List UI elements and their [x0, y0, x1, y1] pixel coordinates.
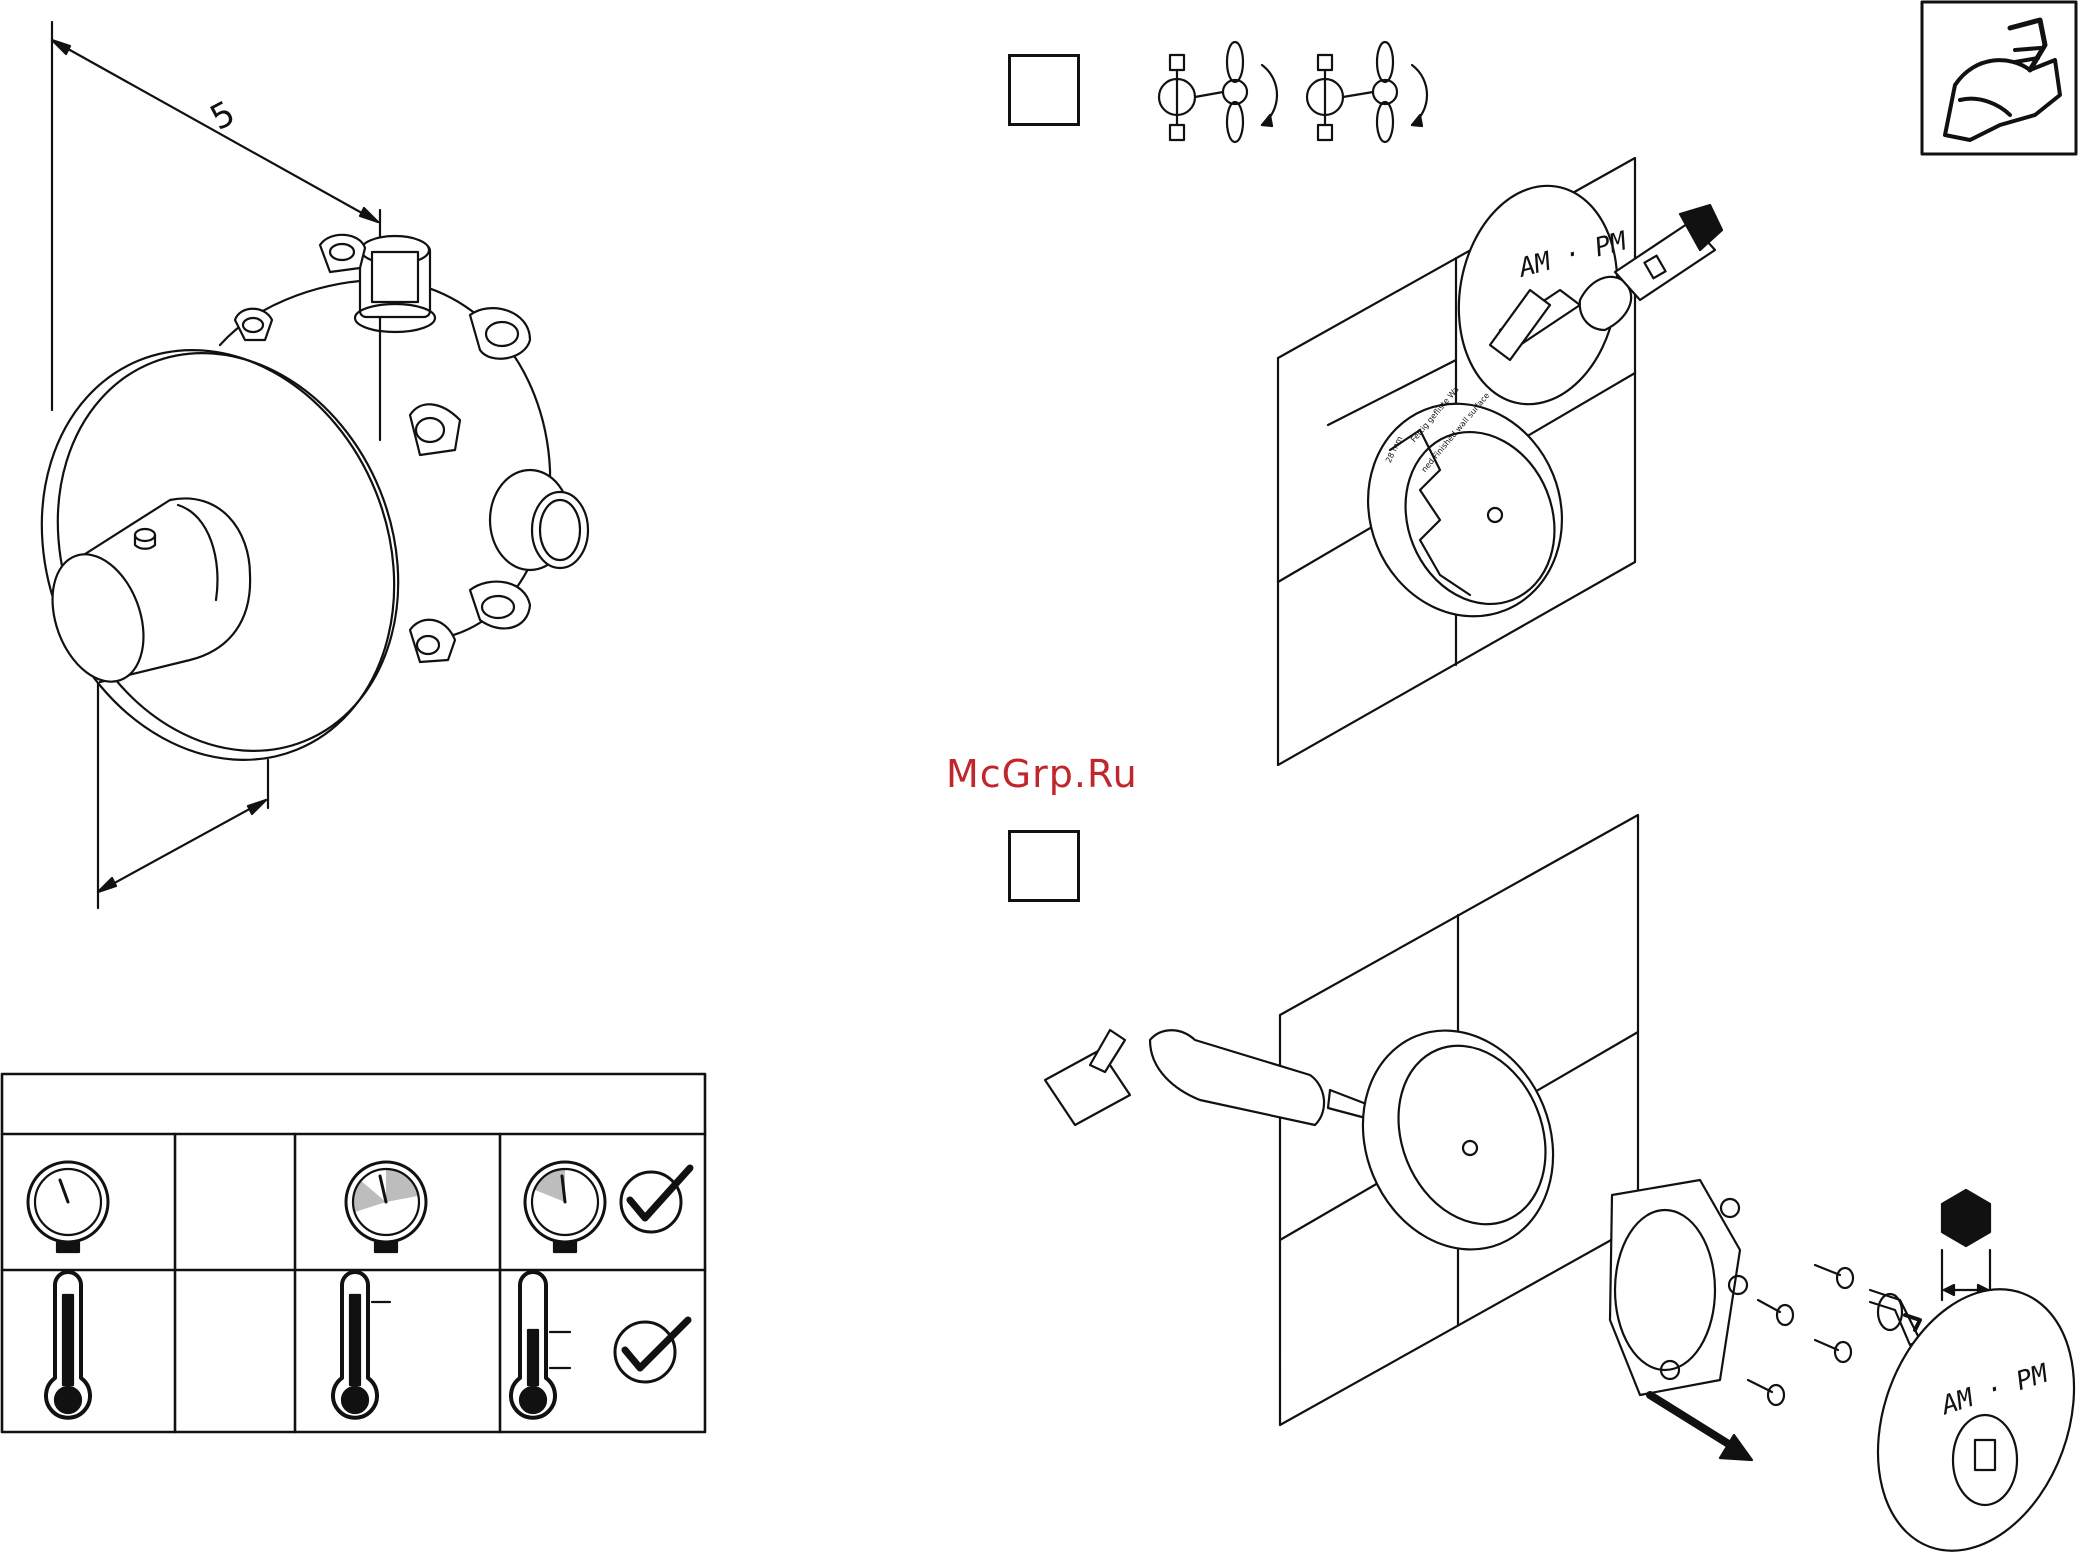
diverter-knob	[1878, 1294, 1920, 1330]
screw	[1748, 1265, 1853, 1405]
step-2-checkbox	[1008, 830, 1080, 902]
watermark: McGrp.Ru	[946, 752, 1138, 796]
step-1-checkbox	[1008, 54, 1080, 126]
mounting-ring	[1331, 1002, 1586, 1279]
pressure-gauge-icon	[525, 1162, 605, 1252]
pressure-gauge-icon	[28, 1162, 108, 1252]
direction-arrow-icon	[1650, 1395, 1752, 1460]
shutoff-valve-icon	[1159, 42, 1277, 142]
pressure-gauge-icon	[346, 1162, 426, 1252]
thermometer-icon	[333, 1272, 390, 1418]
service-wrench-icon	[1922, 2, 2076, 154]
thermometer-icon	[46, 1272, 90, 1418]
valve-body-drawing	[0, 22, 588, 908]
sealant-gun	[1045, 1030, 1395, 1125]
mounting-plate	[1610, 1180, 1747, 1395]
shutoff-valve-icon	[1307, 42, 1427, 142]
checkmark-icon	[615, 1320, 688, 1382]
thermometer-icon	[511, 1272, 570, 1418]
checkmark-icon	[621, 1168, 690, 1232]
